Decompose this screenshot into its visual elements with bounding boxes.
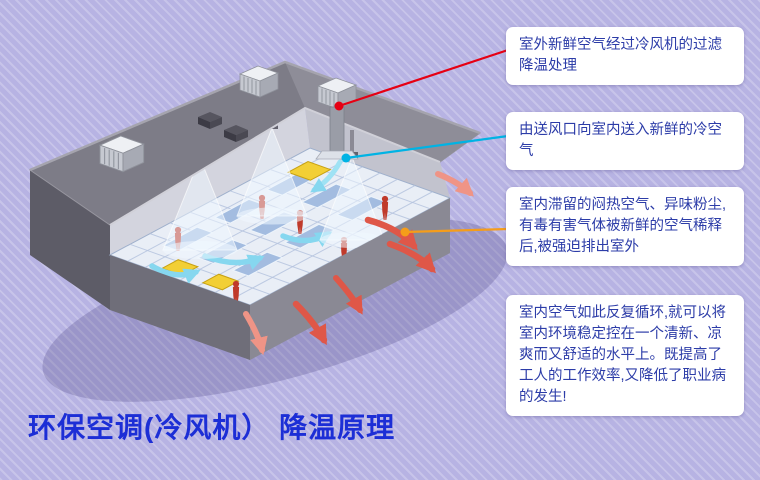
callout-text: 室内空气如此反复循环,就可以将室内环境稳定控在一个清新、凉爽而又舒适的水平上。既…	[519, 305, 727, 406]
factory-cooling-diagram	[0, 60, 510, 402]
exhaust-arrow-icon	[333, 275, 363, 315]
exhaust-arrow-icon	[386, 240, 436, 274]
exhaust-arrow-icon	[364, 216, 418, 251]
callout-exhaust-air: 室内滞留的闷热空气、异味粉尘,有毒有害气体被新鲜的空气稀释后,被强迫排出室外	[506, 187, 744, 267]
callout-text: 室内滞留的闷热空气、异味粉尘,有毒有害气体被新鲜的空气稀释后,被强迫排出室外	[519, 197, 727, 256]
air-diffusion-cones	[162, 123, 385, 259]
exhaust-air-arrows	[243, 171, 474, 356]
wall-interior-left	[110, 108, 310, 255]
page-title: 环保空调(冷风机） 降温原理	[28, 412, 396, 443]
supply-arrow-icon	[310, 159, 343, 193]
callout-air-circulation: 室内空气如此反复循环,就可以将室内环境稳定控在一个清新、凉爽而又舒适的水平上。既…	[506, 295, 744, 417]
exhaust-arrow-icon	[243, 311, 268, 356]
wall-left-end	[30, 170, 110, 310]
wall-front-left	[110, 255, 250, 360]
air-cone	[236, 123, 308, 225]
callout-supply-air: 由送风口向室内送入新鲜的冷空气	[506, 112, 744, 171]
callout-text: 由送风口向室内送入新鲜的冷空气	[519, 122, 722, 160]
exhaust-arrow-icon	[435, 171, 474, 197]
supply-arrow-icon	[149, 263, 201, 284]
air-cone	[162, 153, 238, 259]
exhaust-arrow-icon	[292, 300, 328, 346]
callout-text: 室外新鲜空气经过冷风机的过滤降温处理	[519, 37, 722, 75]
callout-fresh-air-filtering: 室外新鲜空气经过冷风机的过滤降温处理	[506, 27, 744, 86]
